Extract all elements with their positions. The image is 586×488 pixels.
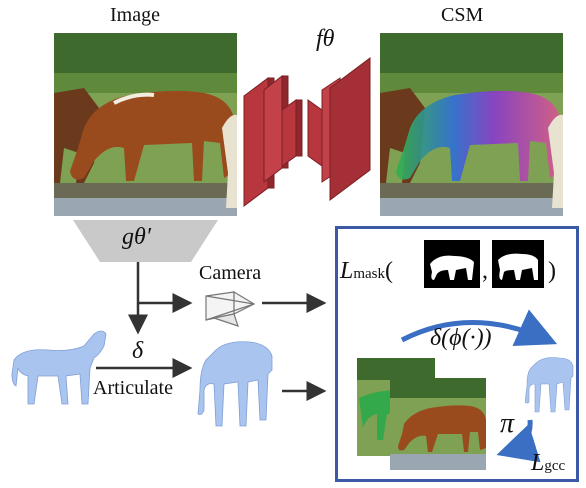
csm-title: CSM [441,4,484,26]
rendered-mask-icon [492,240,544,288]
articulated-horse-mesh-icon [194,330,280,434]
delta-phi-label: δ(ϕ(·)) [430,325,492,351]
csm-output-photo [380,33,563,216]
image-title: Image [110,4,160,26]
f-theta-label: fθ [316,26,335,52]
l-mask-open-paren: ( [385,258,394,284]
l-gcc-subscript: gcc [544,458,566,474]
panel-input-photo [390,378,486,470]
loss-panel [335,226,579,482]
panel-horse-mesh-icon [525,350,577,416]
articulate-label: Articulate [93,377,173,399]
l-gcc-label: Lgcc [531,450,565,477]
f-theta-network [238,38,378,218]
l-mask-label: Lmask( [340,258,393,285]
template-horse-mesh-icon [8,324,112,410]
camera-frustum-icon [204,290,256,328]
g-theta-label: gθ′ [122,224,152,250]
l-mask-main: L [340,258,354,284]
l-mask-comma: , [482,258,488,284]
l-mask-subscript: mask [353,266,386,282]
g-theta-encoder [73,220,218,262]
l-mask-close-paren: ) [548,258,556,284]
input-horse-photo [54,33,237,216]
delta-label: δ [132,338,144,364]
l-gcc-main: L [531,450,545,476]
horse-mask-icon [424,240,480,288]
pi-label: π [500,408,515,439]
camera-label: Camera [199,262,262,284]
